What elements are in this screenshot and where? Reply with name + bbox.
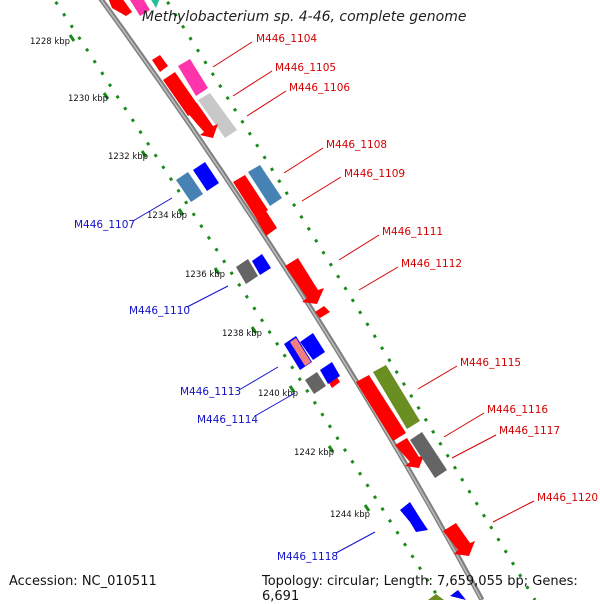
gene-m446-1113-b[interactable] [290, 338, 311, 366]
gene-label-m446-1114[interactable]: M446_1114 [197, 414, 258, 426]
gene-label-m446-1115[interactable]: M446_1115 [460, 357, 521, 369]
gc-track-inner [52, 0, 442, 600]
gene-partial-bottom-green[interactable] [428, 594, 444, 600]
gene-label-m446-1110[interactable]: M446_1110 [129, 305, 190, 317]
gene-partial-top-1[interactable] [108, 0, 132, 16]
gene-m446-1108[interactable] [233, 175, 268, 218]
tick-labels: 1228 kbp 1230 kbp 1232 kbp 1234 kbp 1236… [30, 37, 370, 520]
gene-small-red-a[interactable] [152, 55, 168, 72]
gene-m446-1104[interactable] [178, 59, 208, 96]
gene-label-m446-1116[interactable]: M446_1116 [487, 404, 548, 416]
gene-m446-1106[interactable] [198, 93, 237, 138]
forward-genes [108, 0, 475, 600]
gene-label-m446-1120[interactable]: M446_1120 [537, 492, 598, 504]
label-leaders [132, 41, 535, 554]
gene-label-m446-1109[interactable]: M446_1109 [344, 168, 405, 180]
gene-red-c[interactable] [256, 211, 277, 236]
gene-label-m446-1111[interactable]: M446_1111 [382, 226, 443, 238]
tick-label-1232: 1232 kbp [108, 152, 148, 162]
accession-text: Accession: NC_010511 [9, 574, 157, 589]
gene-m446-1115[interactable] [373, 365, 420, 429]
tick-label-1230: 1230 kbp [68, 94, 108, 104]
gene-label-m446-1117[interactable]: M446_1117 [499, 425, 560, 437]
gc-track-outer [164, 0, 537, 600]
tick-label-1244: 1244 kbp [330, 510, 370, 520]
gene-m446-1114[interactable] [305, 372, 326, 394]
gene-partial-top-2[interactable] [130, 0, 150, 16]
tick-label-1228: 1228 kbp [30, 37, 70, 47]
gene-m446-1120[interactable] [443, 523, 475, 556]
gene-m446-1110-a[interactable] [236, 259, 258, 284]
gene-partial-top-3[interactable] [150, 0, 160, 8]
tick-label-1238: 1238 kbp [222, 329, 262, 339]
gene-label-m446-1106[interactable]: M446_1106 [289, 82, 350, 94]
gene-m446-1118[interactable] [400, 502, 428, 532]
gene-labels: M446_1104 M446_1105 M446_1106 M446_1107 … [74, 33, 598, 563]
gene-m446-1112[interactable] [315, 306, 330, 318]
gene-m446-1110-b[interactable] [252, 254, 271, 275]
tick-label-1242: 1242 kbp [294, 448, 334, 458]
tick-label-1240: 1240 kbp [258, 389, 298, 399]
gene-m446-1107-b[interactable] [193, 162, 219, 191]
gene-m446-1111[interactable] [285, 258, 324, 304]
gene-m446-1107-a[interactable] [176, 172, 203, 202]
gene-red-b[interactable] [185, 103, 218, 138]
gene-m446-1113-c[interactable] [300, 333, 325, 360]
gene-m446-1116-b[interactable] [395, 438, 424, 468]
map-title: Methylobacterium sp. 4-46, complete geno… [142, 9, 467, 25]
gene-label-m446-1108[interactable]: M446_1108 [326, 139, 387, 151]
gene-m446-1109[interactable] [248, 165, 282, 206]
reverse-genes [176, 162, 466, 600]
gene-m446-1117[interactable] [410, 432, 447, 478]
gene-m446-1116-a[interactable] [356, 375, 406, 441]
gene-label-m446-1107[interactable]: M446_1107 [74, 219, 135, 231]
genome-backbone-highlight [100, 0, 482, 600]
gene-label-m446-1118[interactable]: M446_1118 [277, 551, 338, 563]
gene-partial-bottom-blue[interactable] [450, 590, 466, 600]
gene-m446-1105[interactable] [163, 72, 200, 116]
gene-label-m446-1105[interactable]: M446_1105 [275, 62, 336, 74]
tick-label-1236: 1236 kbp [185, 270, 225, 280]
gene-label-m446-1112[interactable]: M446_1112 [401, 258, 462, 270]
gene-label-m446-1113[interactable]: M446_1113 [180, 386, 241, 398]
tick-marks [68, 34, 371, 512]
tick-label-1234: 1234 kbp [147, 211, 187, 221]
gene-m446-1114-b[interactable] [320, 362, 340, 384]
gene-label-m446-1104[interactable]: M446_1104 [256, 33, 317, 45]
